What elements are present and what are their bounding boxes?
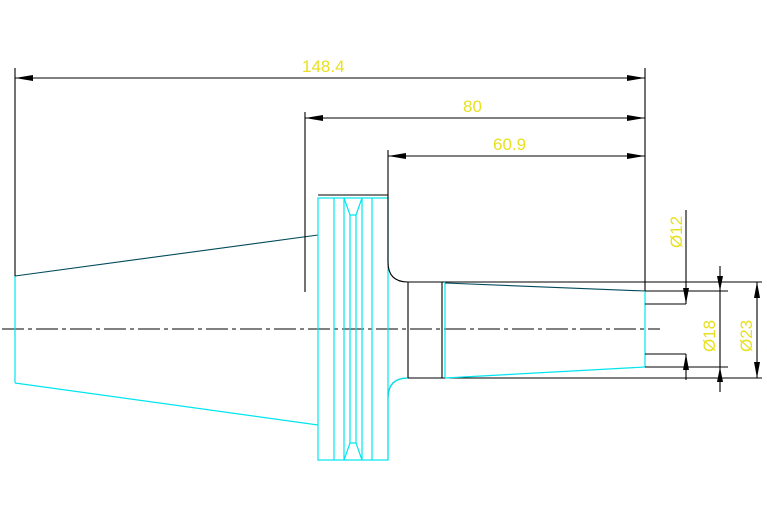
taper-top-edge	[14, 234, 319, 277]
dim-flange-to-end: 80	[305, 97, 645, 121]
dim-bore-diameter: Ø12	[667, 210, 689, 380]
nose-bottom-fillet	[387, 377, 409, 460]
dim-overall-length: 148.4	[15, 57, 645, 81]
arrow-right	[627, 75, 645, 81]
flange-outline	[317, 197, 389, 461]
dim-text-60-9: 60.9	[493, 135, 526, 154]
taper-shank	[14, 234, 319, 426]
taper-bottom-edge	[14, 382, 319, 426]
bore-bottom-taper	[444, 366, 646, 379]
nose-bottom-profile-black	[387, 377, 645, 399]
v-groove-bottom	[343, 442, 363, 461]
dim-text-overall: 148.4	[302, 57, 345, 76]
dim-text-d23: Ø23	[737, 320, 756, 352]
nose-top-profile	[387, 198, 645, 283]
flange	[317, 197, 389, 461]
dim-large-diameter: Ø23	[737, 282, 760, 378]
bore-top-taper	[444, 282, 646, 292]
dim-text-d12: Ø12	[667, 216, 686, 248]
dim-shoulder-to-end: 60.9	[388, 135, 645, 159]
dim-text-d18: Ø18	[700, 320, 719, 352]
dim-small-diameter: Ø18	[700, 266, 723, 392]
arrow-left	[15, 75, 33, 81]
dim-text-80: 80	[463, 97, 482, 116]
nose-body	[387, 198, 686, 460]
v-groove-top	[343, 197, 363, 216]
